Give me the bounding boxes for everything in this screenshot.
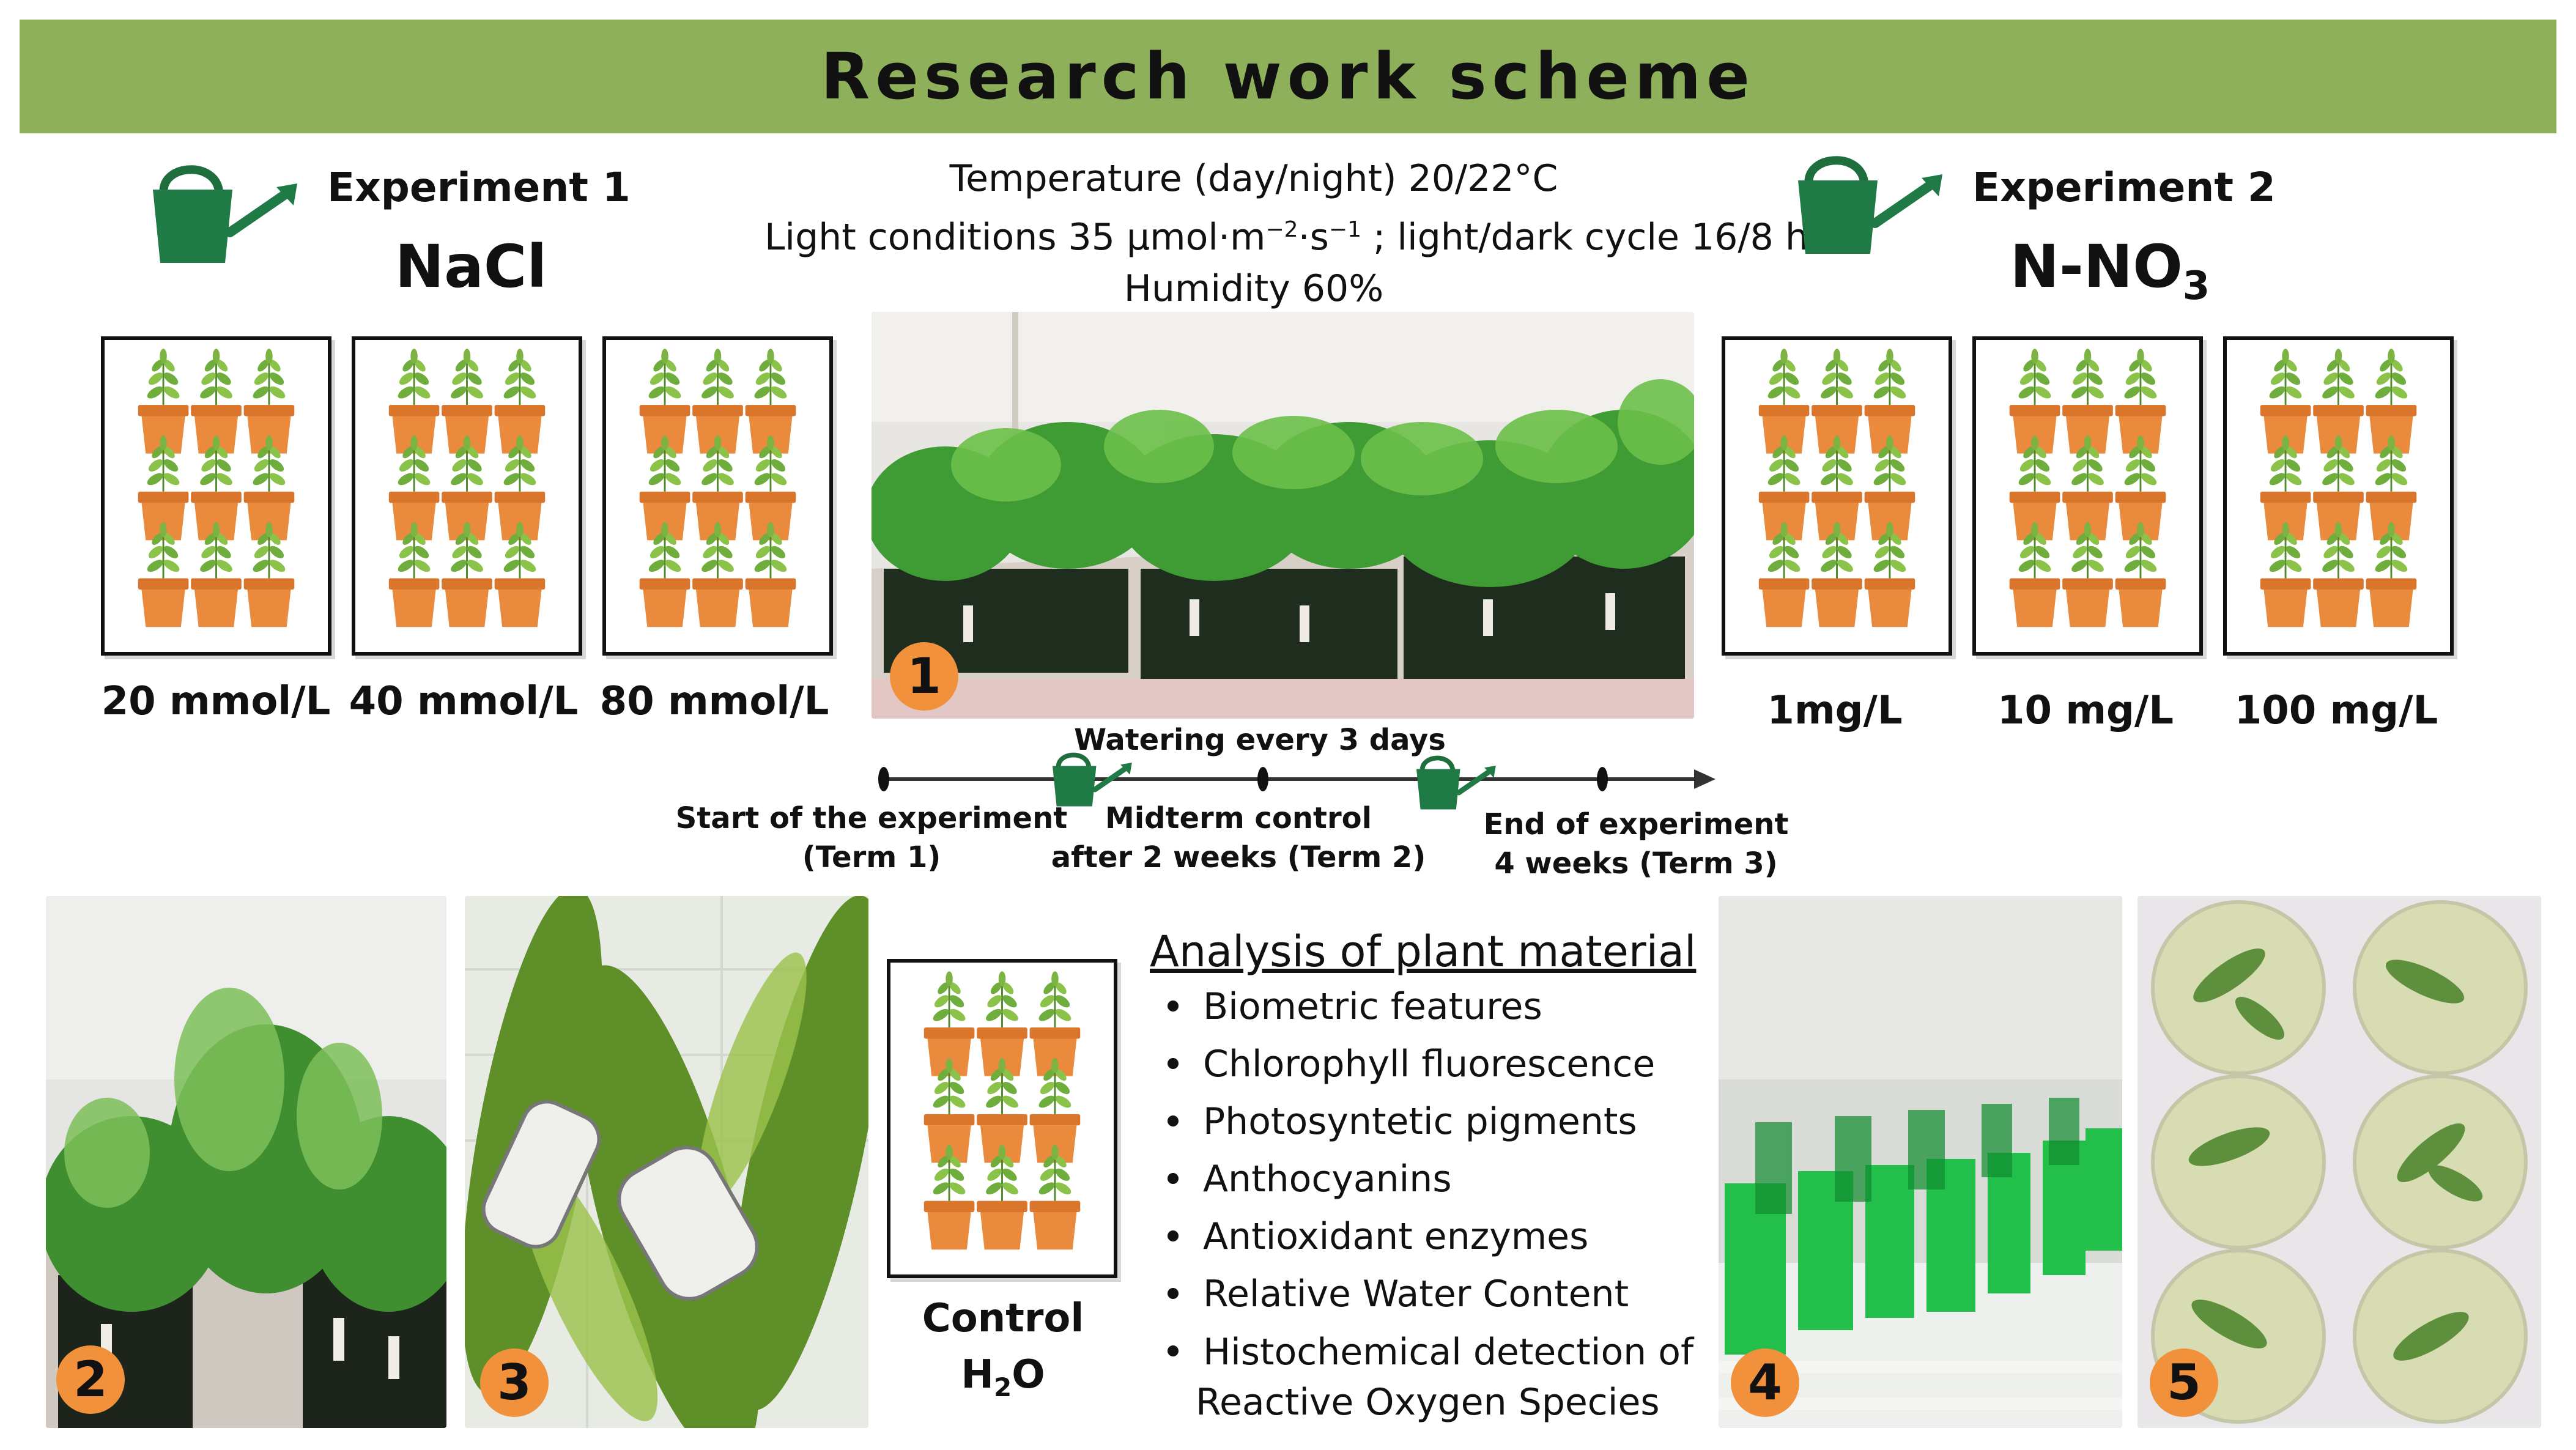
analysis-item: Histochemical detection of Reactive Oxyg… [1165,1330,1715,1430]
analysis-item: Relative Water Content [1165,1272,1715,1330]
analysis-title: Analysis of plant material [1150,927,1697,977]
photo-cuvettes [1719,896,2122,1428]
photo-number-badge: 3 [480,1348,549,1417]
plant-card-nno3-100 [2223,336,2454,656]
analysis-item: Antioxidant enzymes [1165,1215,1715,1272]
timeline-tick [878,767,889,791]
plant-pots-icon [355,340,579,652]
concentration-label: 10 mg/L [1997,688,2174,733]
watering-can-icon [141,159,306,275]
experiment2-title: Experiment 2 [1972,164,2276,211]
experiment2-agent: N-NO3 [2010,232,2210,309]
timeline-tick [1597,767,1608,791]
plant-pots-icon [105,340,328,652]
timeline [878,749,1715,823]
concentration-label: 80 mmol/L [599,679,829,724]
plant-pots-icon [890,963,1114,1274]
photo-number-badge: 5 [2150,1348,2218,1417]
timeline-tick [1257,767,1268,791]
photo-number-badge: 2 [56,1345,125,1414]
experiment1-agent: NaCl [394,232,547,301]
plant-pots-icon [606,340,829,652]
temperature-text: Temperature (day/night) 20/22°C [949,157,1558,200]
photo-number-badge: 1 [890,642,958,711]
humidity-text: Humidity 60% [1123,267,1384,310]
watering-can-icon [1786,150,1951,266]
timeline-arrow [1694,769,1715,789]
plant-pots-icon [1976,340,2199,652]
concentration-label: 40 mmol/L [349,679,579,724]
experiment1-title: Experiment 1 [327,164,631,211]
analysis-item: Anthocyanins [1165,1157,1715,1215]
page-title: Research work scheme [821,39,1755,114]
growth-conditions: Temperature (day/night) 20/22°C Light co… [764,153,1808,314]
plant-pots-icon [1725,340,1949,652]
plant-card-nacl-40 [352,336,582,656]
photo-growth-room [872,312,1694,719]
concentration-label: 100 mg/L [2234,688,2438,733]
analysis-item: Chlorophyll fluorescence [1165,1042,1715,1100]
header-banner: Research work scheme [20,20,2556,133]
analysis-list: Biometric features Chlorophyll fluoresce… [1165,985,1715,1430]
plant-pots-icon [2227,340,2450,652]
concentration-label: 20 mmol/L [101,679,331,724]
photo-chlorophyll-meter [465,896,868,1428]
analysis-item: Biometric features [1165,985,1715,1042]
timeline-start-label: Start of the experiment(Term 1) [675,801,1068,875]
concentration-label: 1mg/L [1767,688,1903,733]
control-label: Control H2O [922,1296,1084,1402]
analysis-item: Photosyntetic pigments [1165,1100,1715,1157]
photo-petri-dishes [2137,896,2541,1428]
plant-card-nacl-80 [602,336,833,656]
photo-plant-trays [46,896,446,1428]
photo-number-badge: 4 [1731,1348,1799,1417]
plant-card-nno3-10 [1972,336,2203,656]
plant-card-nacl-20 [101,336,331,656]
light-conditions-text: Light conditions 35 μmol·m−2·s−1 ; light… [764,216,1808,259]
plant-card-nno3-1 [1722,336,1952,656]
timeline-watering-label: Watering every 3 days [1074,723,1446,757]
plant-card-control [887,959,1117,1278]
